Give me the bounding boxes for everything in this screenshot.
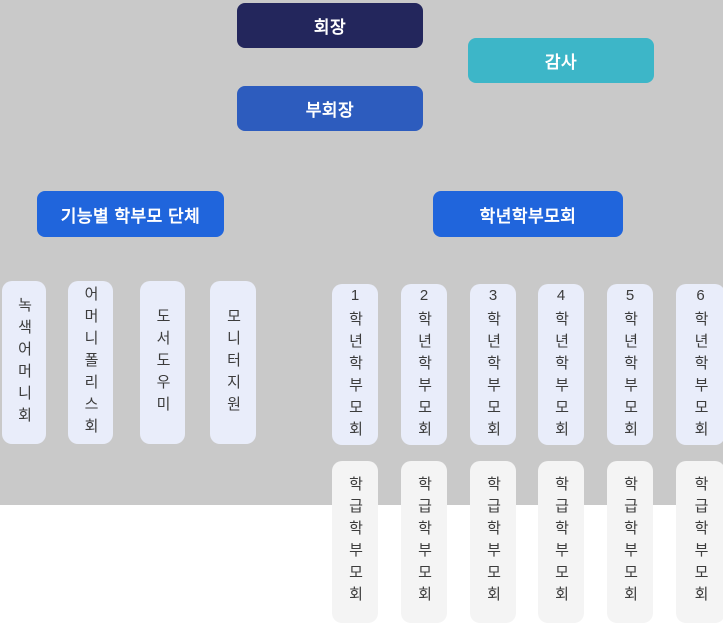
grade-item-box: 6학년학부모회 bbox=[676, 284, 723, 445]
functional-item-label: 모니터지원 bbox=[224, 307, 242, 418]
chairman-box: 회장 bbox=[237, 3, 423, 48]
class-item-box: 학급학부모회 bbox=[470, 461, 516, 623]
vice-chairman-label: 부회장 bbox=[305, 101, 355, 120]
grade-item-label: 4학년학부모회 bbox=[552, 286, 570, 443]
class-item-box: 학급학부모회 bbox=[607, 461, 653, 623]
class-item-box: 학급학부모회 bbox=[676, 461, 723, 623]
functional-item-box: 모니터지원 bbox=[210, 281, 256, 444]
class-item-label: 학급학부모회 bbox=[552, 476, 570, 608]
class-item-label: 학급학부모회 bbox=[621, 476, 639, 608]
grade-item-label: 6학년학부모회 bbox=[692, 286, 709, 443]
functional-item-box: 어머니폴리스회 bbox=[68, 281, 113, 444]
functional-item-box: 도서도우미 bbox=[140, 281, 185, 444]
grade-item-label: 2학년학부모회 bbox=[415, 286, 433, 443]
functional-item-box: 녹색어머니회 bbox=[2, 281, 46, 444]
grade-item-box: 1학년학부모회 bbox=[332, 284, 378, 445]
functional-item-label: 녹색어머니회 bbox=[15, 296, 33, 429]
class-item-box: 학급학부모회 bbox=[538, 461, 584, 623]
auditor-label: 감사 bbox=[544, 53, 578, 72]
grade-item-label: 5학년학부모회 bbox=[621, 286, 639, 443]
grade-item-label: 3학년학부모회 bbox=[484, 286, 502, 443]
grade-item-box: 2학년학부모회 bbox=[401, 284, 447, 445]
vice-chairman-box: 부회장 bbox=[237, 86, 423, 131]
class-item-label: 학급학부모회 bbox=[692, 476, 709, 608]
grade-group-label: 학년학부모회 bbox=[479, 206, 577, 226]
functional-item-label: 어머니폴리스회 bbox=[82, 285, 99, 440]
functional-item-label: 도서도우미 bbox=[154, 307, 171, 418]
grade-item-box: 5학년학부모회 bbox=[607, 284, 653, 445]
class-item-box: 학급학부모회 bbox=[332, 461, 378, 623]
chairman-label: 회장 bbox=[313, 18, 347, 37]
class-item-box: 학급학부모회 bbox=[401, 461, 447, 623]
grade-item-box: 4학년학부모회 bbox=[538, 284, 584, 445]
grade-item-box: 3학년학부모회 bbox=[470, 284, 516, 445]
auditor-box: 감사 bbox=[468, 38, 654, 83]
grade-item-label: 1학년학부모회 bbox=[346, 286, 364, 443]
grade-group-box: 학년학부모회 bbox=[433, 191, 623, 237]
class-item-label: 학급학부모회 bbox=[415, 476, 433, 608]
class-item-label: 학급학부모회 bbox=[484, 476, 502, 608]
functional-group-box: 기능별 학부모 단체 bbox=[37, 191, 224, 237]
class-item-label: 학급학부모회 bbox=[346, 476, 364, 608]
functional-group-label: 기능별 학부모 단체 bbox=[60, 206, 201, 226]
